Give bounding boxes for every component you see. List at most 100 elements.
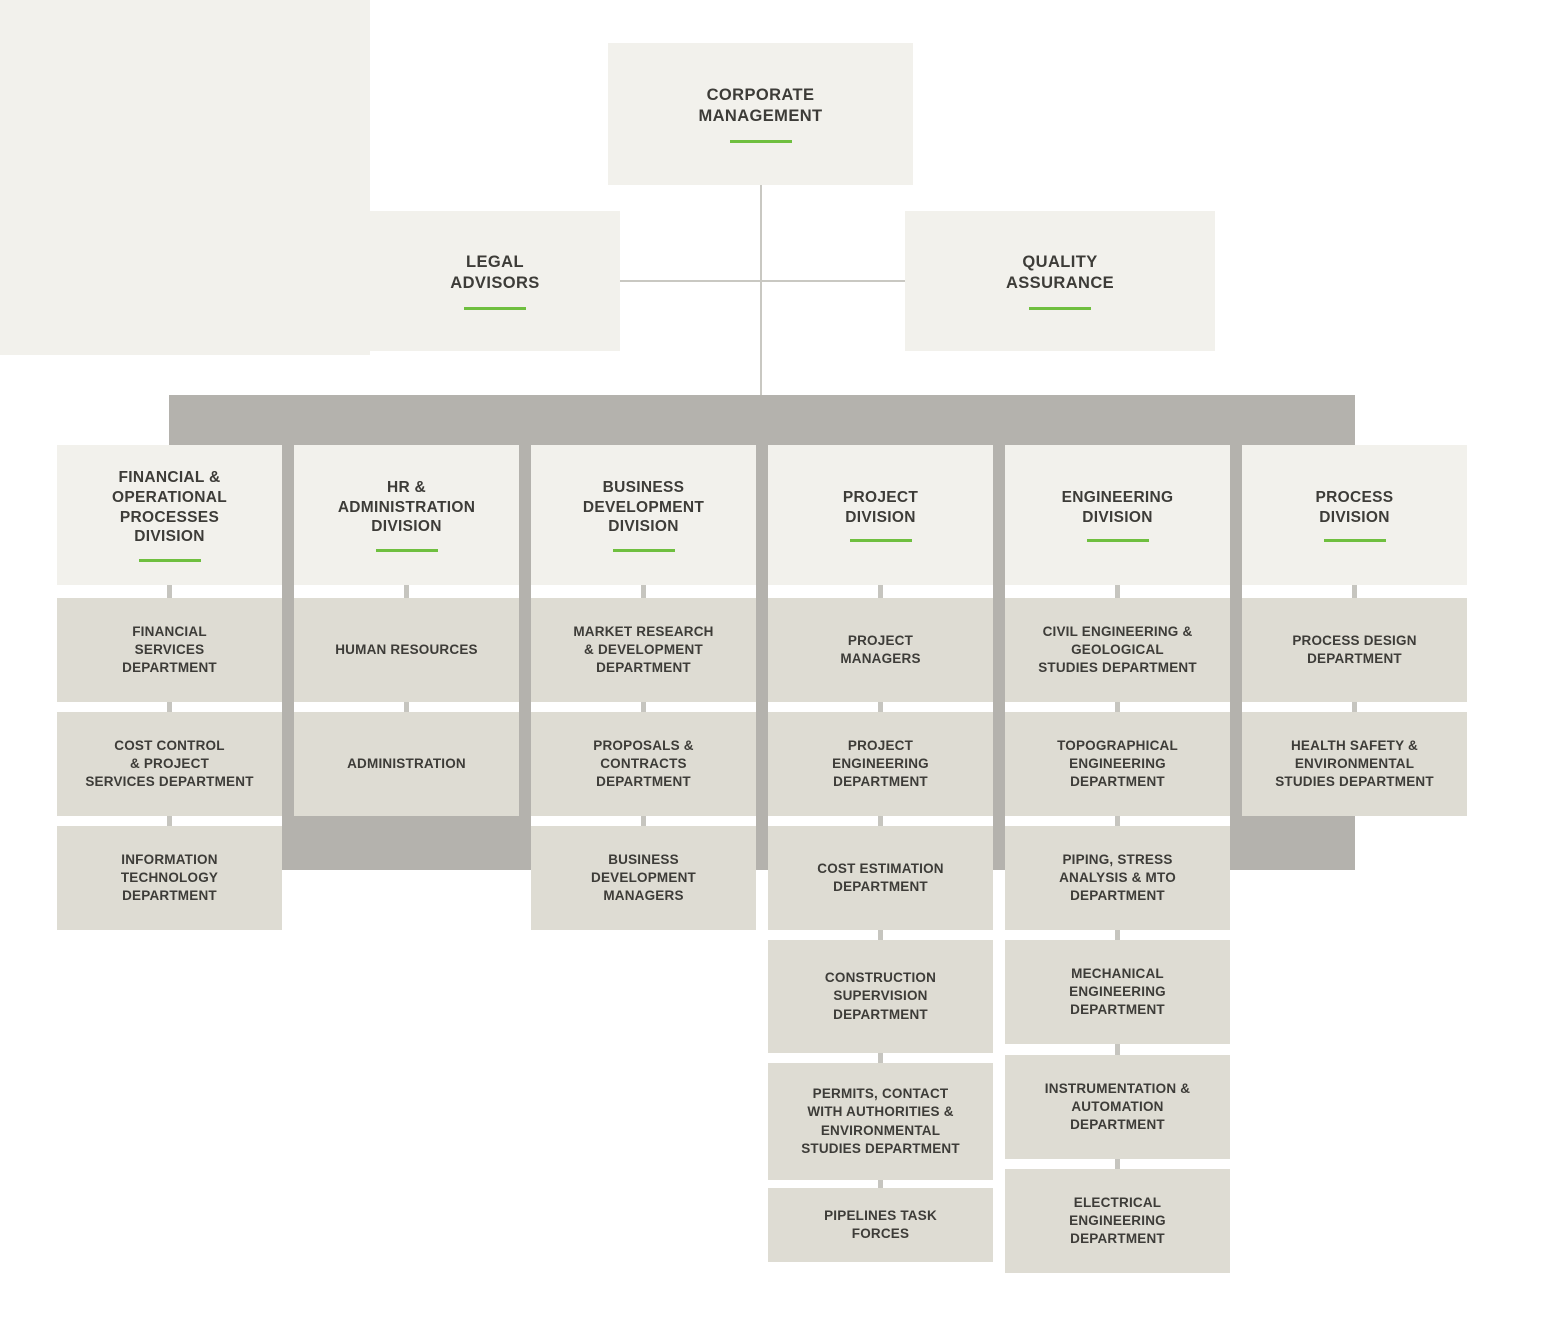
division-column-engineering: ENGINEERING DIVISION CIVIL ENGINEERING &… <box>1005 445 1230 1273</box>
department-label: PROPOSALS & CONTRACTS DEPARTMENT <box>593 737 694 790</box>
node-department: ADMINISTRATION <box>294 712 519 816</box>
department-label: PERMITS, CONTACT WITH AUTHORITIES & ENVI… <box>801 1086 960 1156</box>
connector-tick <box>1115 1044 1120 1055</box>
connector-tick <box>1115 702 1120 712</box>
node-department: BUSINESS DEVELOPMENT MANAGERS <box>531 826 756 930</box>
connector-tick <box>641 585 646 598</box>
connector-tick <box>878 585 883 598</box>
background-corner-block <box>0 0 370 355</box>
department-label: INFORMATION TECHNOLOGY DEPARTMENT <box>120 851 219 904</box>
department-label: MARKET RESEARCH & DEVELOPMENT DEPARTMENT <box>573 623 714 676</box>
node-label: LEGAL ADVISORS <box>450 252 540 292</box>
department-label: FINANCIAL SERVICES DEPARTMENT <box>122 623 217 676</box>
department-label: COST ESTIMATION DEPARTMENT <box>817 860 944 894</box>
department-label: INSTRUMENTATION & AUTOMATION DEPARTMENT <box>1044 1080 1191 1133</box>
department-label: COST CONTROL & PROJECT SERVICES DEPARTME… <box>85 737 254 790</box>
division-label: FINANCIAL & OPERATIONAL PROCESSES DIVISI… <box>112 468 227 546</box>
connector-tick <box>641 702 646 712</box>
connector-tick <box>1352 702 1357 712</box>
division-column-financial-operational: FINANCIAL & OPERATIONAL PROCESSES DIVISI… <box>57 445 282 930</box>
node-label: CORPORATE MANAGEMENT <box>698 85 823 125</box>
connector-tick <box>878 930 883 940</box>
green-underline <box>1323 539 1386 543</box>
division-label: PROCESS DIVISION <box>1315 488 1394 526</box>
node-department: CIVIL ENGINEERING & GEOLOGICAL STUDIES D… <box>1005 598 1230 702</box>
connector-tick <box>167 702 172 712</box>
connector-tick <box>167 816 172 826</box>
node-department: PERMITS, CONTACT WITH AUTHORITIES & ENVI… <box>768 1063 993 1180</box>
node-department: MECHANICAL ENGINEERING DEPARTMENT <box>1005 940 1230 1044</box>
division-label: PROJECT DIVISION <box>842 488 919 526</box>
department-label: ADMINISTRATION <box>347 755 466 771</box>
department-label: CONSTRUCTION SUPERVISION DEPARTMENT <box>824 970 937 1022</box>
node-division-header: PROCESS DIVISION <box>1242 445 1467 585</box>
node-department: PIPELINES TASK FORCES <box>768 1188 993 1262</box>
green-underline <box>849 539 912 543</box>
node-department: FINANCIAL SERVICES DEPARTMENT <box>57 598 282 702</box>
node-division-header: BUSINESS DEVELOPMENT DIVISION <box>531 445 756 585</box>
node-department: PIPING, STRESS ANALYSIS & MTO DEPARTMENT <box>1005 826 1230 930</box>
node-label: QUALITY ASSURANCE <box>1005 252 1115 292</box>
connector-tick <box>1115 930 1120 940</box>
division-label: ENGINEERING DIVISION <box>1061 488 1174 526</box>
department-label: PIPING, STRESS ANALYSIS & MTO DEPARTMENT <box>1059 851 1176 904</box>
node-department: HUMAN RESOURCES <box>294 598 519 702</box>
green-underline <box>464 307 526 311</box>
node-quality-assurance: QUALITY ASSURANCE <box>905 211 1215 351</box>
root-vertical-connector <box>760 185 762 396</box>
staff-horizontal-connector <box>620 280 906 282</box>
green-underline <box>1086 539 1149 543</box>
node-department: CONSTRUCTION SUPERVISION DEPARTMENT <box>768 940 993 1053</box>
division-column-process: PROCESS DIVISION PROCESS DESIGN DEPARTME… <box>1242 445 1467 816</box>
green-underline <box>612 549 675 553</box>
connector-tick <box>878 1180 883 1188</box>
node-department: COST CONTROL & PROJECT SERVICES DEPARTME… <box>57 712 282 816</box>
node-department: INSTRUMENTATION & AUTOMATION DEPARTMENT <box>1005 1055 1230 1159</box>
connector-tick <box>878 816 883 826</box>
node-department: PROJECT MANAGERS <box>768 598 993 702</box>
department-label: ELECTRICAL ENGINEERING DEPARTMENT <box>1069 1194 1166 1247</box>
department-label: PROCESS DESIGN DEPARTMENT <box>1292 632 1417 666</box>
division-column-project: PROJECT DIVISION PROJECT MANAGERS PROJEC… <box>768 445 993 1262</box>
connector-tick <box>404 585 409 598</box>
connector-tick <box>878 1053 883 1063</box>
division-column-hr-administration: HR & ADMINISTRATION DIVISION HUMAN RESOU… <box>294 445 519 816</box>
node-department: TOPOGRAPHICAL ENGINEERING DEPARTMENT <box>1005 712 1230 816</box>
node-division-header: FINANCIAL & OPERATIONAL PROCESSES DIVISI… <box>57 445 282 585</box>
node-division-header: HR & ADMINISTRATION DIVISION <box>294 445 519 585</box>
division-label: HR & ADMINISTRATION DIVISION <box>337 478 476 536</box>
department-label: CIVIL ENGINEERING & GEOLOGICAL STUDIES D… <box>1038 623 1197 676</box>
department-label: HUMAN RESOURCES <box>335 641 478 657</box>
node-legal-advisors: LEGAL ADVISORS <box>370 211 620 351</box>
connector-tick <box>1115 816 1120 826</box>
department-label: BUSINESS DEVELOPMENT MANAGERS <box>591 851 696 904</box>
node-department: ELECTRICAL ENGINEERING DEPARTMENT <box>1005 1169 1230 1273</box>
node-department: HEALTH SAFETY & ENVIRONMENTAL STUDIES DE… <box>1242 712 1467 816</box>
node-division-header: PROJECT DIVISION <box>768 445 993 585</box>
node-division-header: ENGINEERING DIVISION <box>1005 445 1230 585</box>
department-label: PROJECT MANAGERS <box>840 632 921 666</box>
department-label: MECHANICAL ENGINEERING DEPARTMENT <box>1069 965 1166 1018</box>
connector-tick <box>641 816 646 826</box>
green-underline <box>729 140 792 144</box>
node-department: COST ESTIMATION DEPARTMENT <box>768 826 993 930</box>
connector-tick <box>404 702 409 712</box>
connector-tick <box>878 702 883 712</box>
node-department: PROJECT ENGINEERING DEPARTMENT <box>768 712 993 816</box>
green-underline <box>375 549 438 553</box>
node-corporate-management: CORPORATE MANAGEMENT <box>608 43 913 185</box>
department-label: PIPELINES TASK FORCES <box>824 1207 937 1241</box>
green-underline <box>138 559 201 563</box>
connector-tick <box>1115 1159 1120 1169</box>
node-department: MARKET RESEARCH & DEVELOPMENT DEPARTMENT <box>531 598 756 702</box>
connector-tick <box>1352 585 1357 598</box>
green-underline <box>1029 307 1091 311</box>
node-department: PROPOSALS & CONTRACTS DEPARTMENT <box>531 712 756 816</box>
department-label: HEALTH SAFETY & ENVIRONMENTAL STUDIES DE… <box>1275 737 1434 790</box>
department-label: PROJECT ENGINEERING DEPARTMENT <box>832 737 929 790</box>
connector-tick <box>1115 585 1120 598</box>
division-column-business-development: BUSINESS DEVELOPMENT DIVISION MARKET RES… <box>531 445 756 930</box>
node-department: INFORMATION TECHNOLOGY DEPARTMENT <box>57 826 282 930</box>
division-label: BUSINESS DEVELOPMENT DIVISION <box>582 478 705 536</box>
